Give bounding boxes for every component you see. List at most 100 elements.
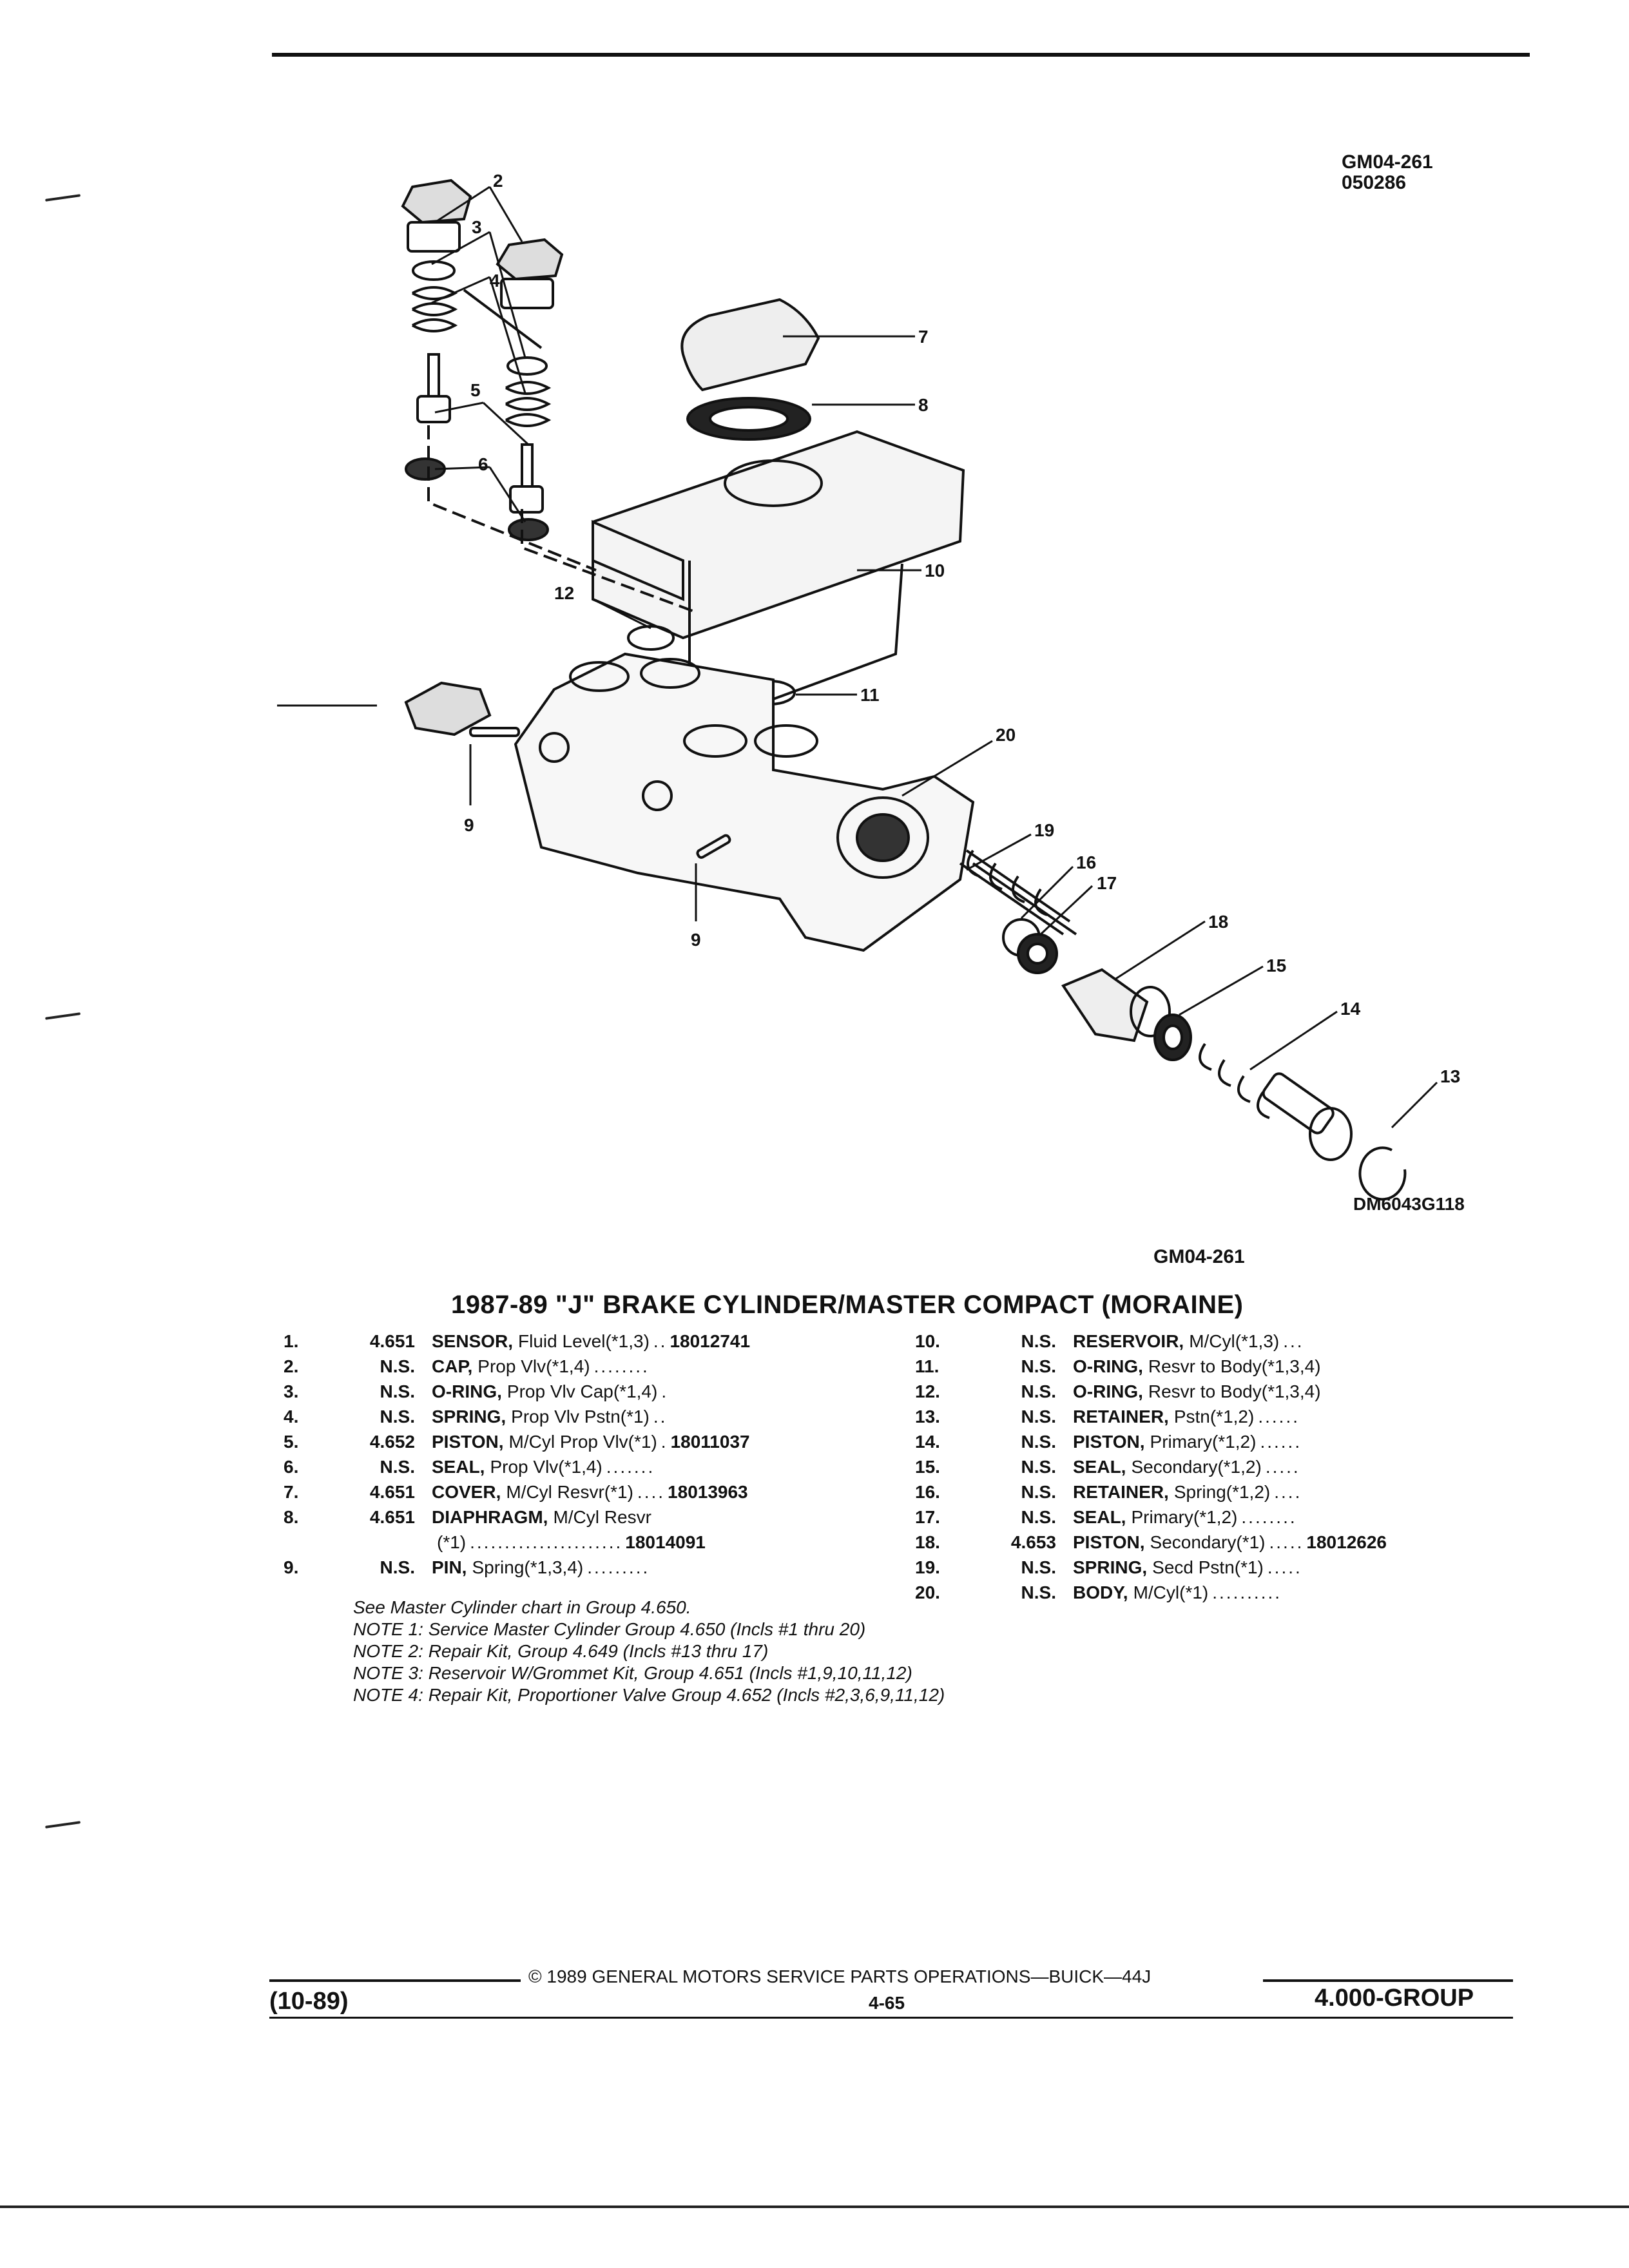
part-row: 20.N.S.BODY,M/Cyl(*1).......... xyxy=(915,1580,1585,1605)
section-code: GM04-261 xyxy=(1153,1246,1245,1267)
part-name: SEAL, xyxy=(432,1457,485,1477)
part-row: 4.N.S.SPRING,Prop Vlv Pstn(*1).. xyxy=(284,1404,902,1429)
part-row: 17.N.S.SEAL,Primary(*1,2)........ xyxy=(915,1504,1585,1530)
part-catalog-number: 18013963 xyxy=(668,1482,748,1502)
header-code: GM04-261 050286 xyxy=(1342,152,1433,193)
part-description: Secd Pstn(*1) xyxy=(1152,1557,1264,1577)
part-leader-dots: ......... xyxy=(587,1557,650,1577)
parts-list-right: 10.N.S.RESERVOIR,M/Cyl(*1,3)...11.N.S.O-… xyxy=(915,1329,1585,1605)
part-group: N.S. xyxy=(1021,1582,1056,1602)
part-group: N.S. xyxy=(1021,1331,1056,1351)
part-number: 20. xyxy=(915,1582,940,1602)
part-group: N.S. xyxy=(1021,1457,1056,1477)
callout-8: 8 xyxy=(918,395,929,415)
callout-9b: 9 xyxy=(691,930,701,950)
page-title: 1987-89 "J" BRAKE CYLINDER/MASTER COMPAC… xyxy=(451,1291,1244,1319)
margin-mark xyxy=(44,1012,81,1020)
part-description: Resvr to Body(*1,3,4) xyxy=(1148,1381,1321,1401)
part-description: Prop Vlv Cap(*1,4) xyxy=(506,1381,658,1401)
part-row: (*1)......................18014091 xyxy=(284,1530,902,1555)
part-group: N.S. xyxy=(380,1407,415,1427)
part-description: M/Cyl Resvr xyxy=(553,1507,651,1527)
callout-18: 18 xyxy=(1208,912,1228,932)
part-number: 9. xyxy=(284,1557,299,1577)
part-leader-dots: ....... xyxy=(606,1457,655,1477)
part-group: N.S. xyxy=(380,1381,415,1401)
margin-mark xyxy=(44,1821,81,1829)
callout-9: 9 xyxy=(464,815,474,835)
header-code-line1: GM04-261 xyxy=(1342,151,1433,173)
part-leader-dots: ..... xyxy=(1265,1457,1300,1477)
part-leader-dots: ..... xyxy=(1267,1557,1302,1577)
part-name: PISTON, xyxy=(1073,1432,1145,1452)
part-description: Fluid Level(*1,3) xyxy=(518,1331,650,1351)
part-number: 4. xyxy=(284,1407,299,1427)
bottom-rule xyxy=(0,2206,1629,2208)
part-group: N.S. xyxy=(1021,1432,1056,1452)
part-description: M/Cyl(*1) xyxy=(1133,1582,1209,1602)
note-line: NOTE 4: Repair Kit, Proportioner Valve G… xyxy=(353,1685,945,1705)
part-description: Primary(*1,2) xyxy=(1131,1507,1238,1527)
part-group: N.S. xyxy=(1021,1482,1056,1502)
part-catalog-number: 18012626 xyxy=(1306,1532,1387,1552)
callout-2: 2 xyxy=(493,171,503,191)
footer-page-number: 4-65 xyxy=(869,1993,905,2013)
part-number: 3. xyxy=(284,1381,299,1401)
part-row: 10.N.S.RESERVOIR,M/Cyl(*1,3)... xyxy=(915,1329,1585,1354)
part-group: N.S. xyxy=(380,1557,415,1577)
part-group: 4.653 xyxy=(1010,1532,1056,1552)
part-row: 12.N.S.O-RING,Resvr to Body(*1,3,4) xyxy=(915,1379,1585,1404)
footer-rule xyxy=(269,1979,521,1982)
part-number: 19. xyxy=(915,1557,940,1577)
part-description: Secondary(*1,2) xyxy=(1131,1457,1262,1477)
part-name: O-RING, xyxy=(432,1381,502,1401)
callout-14: 14 xyxy=(1340,999,1361,1019)
part-description: M/Cyl Prop Vlv(*1) xyxy=(508,1432,657,1452)
callout-7: 7 xyxy=(918,327,929,347)
part-number: 7. xyxy=(284,1482,299,1502)
part-leader-dots: . xyxy=(660,1432,668,1452)
part-name: RESERVOIR, xyxy=(1073,1331,1184,1351)
part-row: 6.N.S.SEAL,Prop Vlv(*1,4)....... xyxy=(284,1454,902,1479)
callout-11: 11 xyxy=(860,685,880,705)
part-description: M/Cyl Resvr(*1) xyxy=(506,1482,633,1502)
note-line: NOTE 2: Repair Kit, Group 4.649 (Incls #… xyxy=(353,1641,769,1661)
part-row: 2.N.S.CAP,Prop Vlv(*1,4)........ xyxy=(284,1354,902,1379)
part-leader-dots: ..... xyxy=(1269,1532,1304,1552)
part-number: 18. xyxy=(915,1532,940,1552)
part-number: 11. xyxy=(915,1356,940,1376)
part-group: 4.651 xyxy=(369,1331,415,1351)
part-row: 14.N.S.PISTON,Primary(*1,2)...... xyxy=(915,1429,1585,1454)
part-leader-dots: .. xyxy=(653,1331,668,1351)
part-description: Prop Vlv(*1,4) xyxy=(490,1457,602,1477)
part-name: O-RING, xyxy=(1073,1381,1143,1401)
part-leader-dots: .... xyxy=(637,1482,666,1502)
drawing-code: DM6043G118 xyxy=(1353,1194,1465,1214)
part-name: PISTON, xyxy=(432,1432,504,1452)
part-number: 8. xyxy=(284,1507,299,1527)
footer-copyright: © 1989 GENERAL MOTORS SERVICE PARTS OPER… xyxy=(528,1966,1152,1986)
part-group: N.S. xyxy=(380,1356,415,1376)
margin-mark xyxy=(44,194,81,202)
part-name: PISTON, xyxy=(1073,1532,1145,1552)
footer-rule xyxy=(1263,1979,1513,1982)
callout-3: 3 xyxy=(472,217,482,237)
part-row: 3. N.S. O-RING,Prop Vlv Cap(*1,4). xyxy=(284,1379,902,1404)
footer-date: (10-89) xyxy=(269,1988,349,2015)
part-name: SEAL, xyxy=(1073,1507,1126,1527)
part-group: N.S. xyxy=(1021,1381,1056,1401)
footer-rule xyxy=(269,2017,1513,2019)
part-name: BODY, xyxy=(1073,1582,1128,1602)
part-description: Secondary(*1) xyxy=(1150,1532,1266,1552)
part-group: 4.651 xyxy=(369,1507,415,1527)
part-leader-dots: . xyxy=(661,1381,669,1401)
exploded-view-diagram: 1 2 3 4 5 6 7 8 9 9 10 11 12 13 14 15 16… xyxy=(277,171,1465,1214)
callout-4: 4 xyxy=(490,271,500,291)
callout-13: 13 xyxy=(1440,1066,1460,1086)
part-catalog-number: 18011037 xyxy=(670,1432,750,1452)
footer-group: 4.000-GROUP xyxy=(1315,1984,1474,2012)
